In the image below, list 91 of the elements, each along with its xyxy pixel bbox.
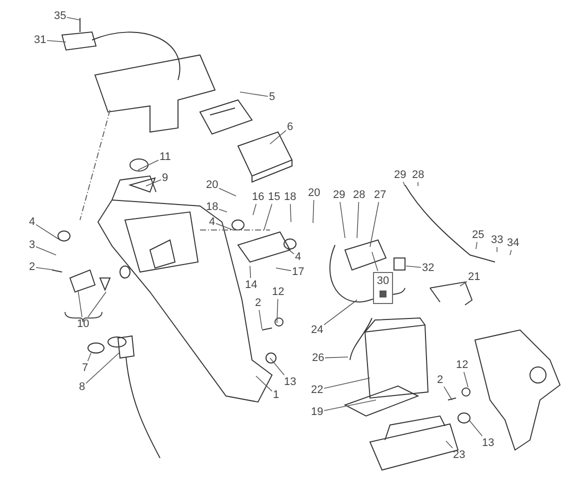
leader-line <box>356 202 360 238</box>
leader-line <box>324 300 358 326</box>
leader-line <box>510 250 512 256</box>
callout-number: 9 <box>162 172 168 184</box>
leader-line <box>240 92 268 97</box>
callout-number: 13 <box>284 376 296 388</box>
leader-line <box>446 440 453 448</box>
leader-line <box>264 204 272 230</box>
leader-line <box>36 267 54 270</box>
callout-number: 13 <box>482 437 494 449</box>
leader-line <box>276 298 278 324</box>
callout-number: 12 <box>456 359 468 371</box>
callout-number: 34 <box>507 237 520 249</box>
leader-line <box>324 400 376 411</box>
leader-line <box>324 378 370 389</box>
leader-line <box>66 17 80 20</box>
leader-line <box>312 200 314 224</box>
leader-line <box>138 160 159 170</box>
leader-line <box>36 246 56 256</box>
callout-number: 5 <box>269 91 276 103</box>
callout-number: 30 <box>376 275 390 287</box>
leader-line <box>370 202 380 248</box>
callout-number: 4 <box>29 216 36 228</box>
callout-number: 2 <box>29 261 36 273</box>
callout-number: 20 <box>206 179 218 191</box>
leader-line <box>86 352 120 384</box>
callout-number: 26 <box>312 352 324 364</box>
leader-line <box>270 130 286 144</box>
leader-line <box>252 204 256 216</box>
leader-line <box>46 40 66 42</box>
callout-number: 10 <box>77 318 90 330</box>
callout-number: 4 <box>295 251 302 263</box>
leader-line <box>468 420 483 436</box>
callout-number: 27 <box>374 189 386 201</box>
leader-line <box>496 246 498 252</box>
inset-frame <box>373 272 393 304</box>
callout-number: 29 <box>394 169 406 181</box>
leader-line <box>146 179 162 186</box>
leader-line <box>276 268 292 272</box>
callout-number: 4 <box>209 216 216 228</box>
leader-line <box>340 202 346 238</box>
callout-number: 14 <box>245 279 258 291</box>
callout-number: 6 <box>287 121 294 133</box>
callout-number: 2 <box>437 374 444 386</box>
callout-number: 21 <box>468 271 480 283</box>
callout-number: 18 <box>284 191 296 203</box>
leader-line <box>218 208 228 212</box>
callout-number: 19 <box>311 406 324 418</box>
leader-line <box>250 266 251 278</box>
callout-number: 28 <box>412 169 424 181</box>
leader-line <box>324 356 348 358</box>
callout-number: 20 <box>308 187 320 199</box>
leader-line <box>460 281 468 286</box>
leader-line <box>270 358 285 376</box>
leader-line <box>258 310 262 330</box>
leader-line <box>284 246 294 254</box>
leader-line <box>402 182 406 186</box>
callout-number: 33 <box>491 234 504 246</box>
callout-number: 25 <box>472 229 484 241</box>
leader-line <box>256 376 272 392</box>
callout-number: 22 <box>311 384 324 396</box>
leader-line <box>406 266 422 268</box>
callout-number: 23 <box>453 449 466 461</box>
callout-number: 35 <box>54 10 66 22</box>
callout-number: 11 <box>160 151 171 163</box>
callout-number: 28 <box>353 189 366 201</box>
callout-number: 2 <box>255 297 262 309</box>
callout-number: 24 <box>311 324 324 336</box>
leader-line <box>290 204 292 222</box>
callout-number: 18 <box>206 201 218 213</box>
leader-line <box>88 292 106 318</box>
leader-line <box>218 188 236 196</box>
leader-line <box>476 242 478 250</box>
leader-line <box>464 372 468 388</box>
callout-number: 15 <box>268 191 280 203</box>
callout-number: 17 <box>292 266 304 278</box>
callout-number: 12 <box>272 286 284 298</box>
callout-number: 3 <box>29 239 36 251</box>
leader-line <box>36 224 60 240</box>
leader-line <box>444 386 452 400</box>
leader-line <box>78 290 82 318</box>
callout-number: 31 <box>34 34 46 46</box>
callout-number: 1 <box>273 389 280 401</box>
leader-line <box>87 352 92 362</box>
leader-line <box>372 252 378 272</box>
callout-number: 8 <box>79 381 86 393</box>
leader-line <box>216 223 234 230</box>
callout-number: 7 <box>82 362 88 374</box>
callout-number: 16 <box>252 191 264 203</box>
callout-number: 29 <box>333 189 346 201</box>
callout-number: 32 <box>422 262 434 274</box>
